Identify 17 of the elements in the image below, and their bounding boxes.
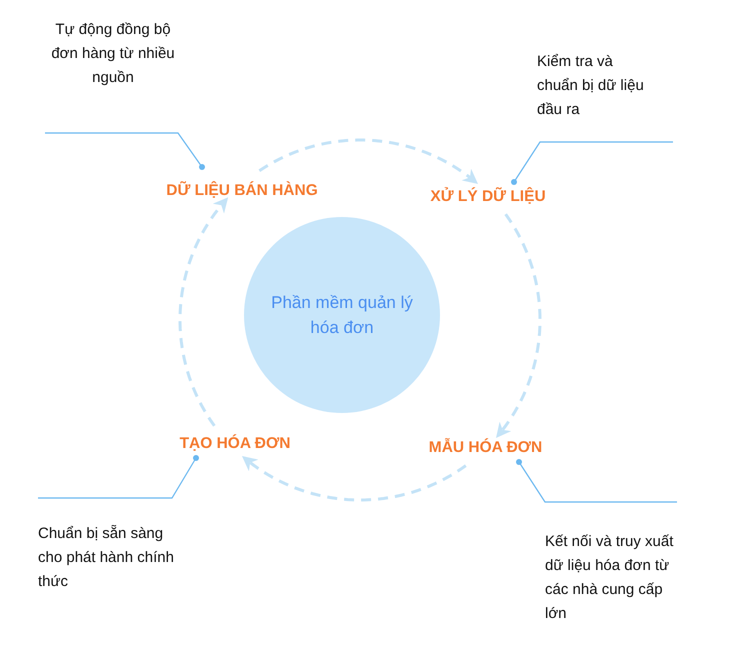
step-heading: TẠO HÓA ĐƠN bbox=[180, 435, 290, 453]
description-text: Tự động đồng bộ đơn hàng từ nhiều nguồn bbox=[50, 20, 176, 88]
dashed-arrow bbox=[258, 138, 478, 184]
dashed-arrow bbox=[178, 197, 228, 427]
leader-line bbox=[45, 132, 205, 170]
description-text: Chuẩn bị sẵn sàng cho phát hành chính thức bbox=[38, 524, 175, 592]
step-heading: MẪU HÓA ĐƠN bbox=[428, 439, 542, 457]
dashed-arrow bbox=[242, 456, 467, 502]
leader-line bbox=[516, 459, 677, 503]
dashed-arrow bbox=[496, 213, 542, 438]
step-heading: DỮ LIỆU BÁN HÀNG bbox=[166, 182, 318, 200]
description-text: Kiểm tra và chuẩn bị dữ liệu đầu ra bbox=[537, 52, 645, 120]
step-heading: XỬ LÝ DỮ LIỆU bbox=[430, 188, 546, 206]
leader-line bbox=[511, 141, 673, 185]
leader-line bbox=[38, 455, 199, 499]
center-subtitle: Phần mềm quản lý hóa đơn bbox=[270, 292, 414, 339]
description-text: Kết nối và truy xuất dữ liệu hóa đơn từ các nhà cung cấp lớn bbox=[545, 532, 674, 624]
